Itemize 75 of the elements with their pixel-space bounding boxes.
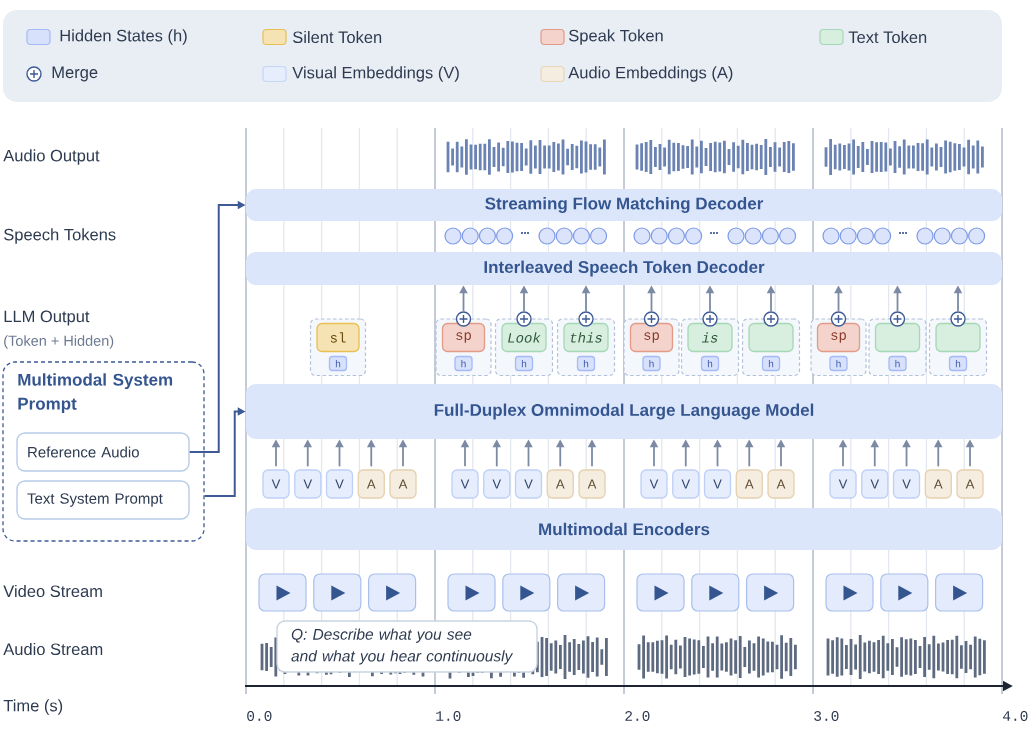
merge-icon — [830, 311, 847, 327]
tick-label: 2.0 — [625, 711, 650, 721]
token-box — [748, 322, 794, 353]
merge-icon — [889, 311, 906, 327]
legend-label: Silent Token — [293, 30, 382, 44]
hidden-state-box: h — [576, 355, 596, 372]
embedding-box: V — [294, 469, 322, 499]
legend-label: Speak Token — [569, 29, 663, 45]
embedding-box: V — [262, 469, 290, 499]
merge-icon — [578, 311, 594, 327]
embedding-box: V — [640, 469, 668, 499]
tick-label: 4.0 — [1003, 711, 1028, 721]
embedding-box: V — [703, 469, 732, 499]
merge-icon — [763, 311, 779, 327]
tick-label: 0.0 — [247, 711, 272, 721]
token-box: sl — [316, 322, 360, 353]
merge-icon — [516, 311, 532, 327]
merge-icon — [950, 311, 966, 327]
embedding-box: V — [451, 469, 479, 499]
prompt-box: Reference Audio — [16, 432, 190, 472]
row-label: Video Stream — [3, 584, 102, 598]
hidden-state-box: h — [642, 355, 661, 372]
embedding-box: A — [767, 469, 795, 499]
hidden-state-box: h — [888, 355, 907, 372]
legend-label: Hidden States (h) — [60, 29, 187, 45]
speech-bubble: Q: Describe what you see and what you hear continuously — [276, 620, 538, 673]
embedding-box: V — [514, 469, 543, 499]
tick-label: 1.0 — [436, 711, 461, 721]
embedding-box: A — [389, 469, 417, 499]
merge-icon — [702, 311, 718, 327]
hidden-state-box: h — [948, 355, 968, 372]
embedding-box: V — [861, 469, 889, 499]
module-band: Interleaved Speech Token Decoder — [246, 252, 1002, 285]
legend-label: Audio Embeddings (A) — [568, 66, 733, 82]
token-box: sp — [441, 322, 486, 353]
hidden-state-box: h — [700, 355, 720, 372]
embedding-box: A — [357, 469, 385, 499]
row-label: Audio Output — [3, 149, 100, 165]
embedding-box: A — [735, 469, 763, 499]
token-box — [874, 322, 921, 353]
embedding-box: V — [829, 469, 857, 499]
row-sublabel: (Token + Hidden) — [4, 335, 114, 349]
legend-label: Text Token — [848, 30, 927, 44]
token-box: Look — [501, 322, 547, 353]
embedding-box: A — [956, 469, 984, 499]
embedding-box: A — [924, 469, 952, 499]
row-label: Time (s) — [3, 699, 63, 715]
tick-label: 3.0 — [814, 711, 839, 721]
hidden-state-box: h — [454, 355, 473, 372]
token-box — [935, 322, 981, 353]
embedding-box: V — [483, 469, 511, 499]
hidden-state-box: h — [829, 355, 848, 372]
module-band: Full-Duplex Omnimodal Large Language Model — [246, 384, 1002, 439]
legend-label: Visual Embeddings (V) — [292, 66, 459, 82]
embedding-box: A — [546, 469, 574, 499]
module-band: Streaming Flow Matching Decoder — [246, 189, 1002, 221]
prompt-box: Text System Prompt — [16, 480, 190, 520]
row-label: Audio Stream — [3, 642, 103, 656]
hidden-state-box: h — [761, 355, 781, 372]
row-label: LLM Output — [4, 310, 90, 326]
legend-label: Merge — [52, 66, 98, 82]
token-box: this — [563, 322, 609, 353]
hidden-state-box: h — [514, 355, 534, 372]
token-box: sp — [816, 322, 861, 353]
merge-icon — [455, 311, 472, 327]
merge-icon — [643, 311, 660, 327]
embedding-box: A — [578, 469, 606, 499]
row-label: Speech Tokens — [4, 228, 116, 244]
hidden-state-box: h — [328, 355, 348, 372]
token-box: is — [687, 322, 733, 353]
module-band: Multimodal Encoders — [246, 508, 1002, 550]
embedding-box: V — [892, 469, 921, 499]
token-box: sp — [629, 322, 674, 353]
embedding-box: V — [672, 469, 700, 499]
embedding-box: V — [325, 469, 354, 499]
